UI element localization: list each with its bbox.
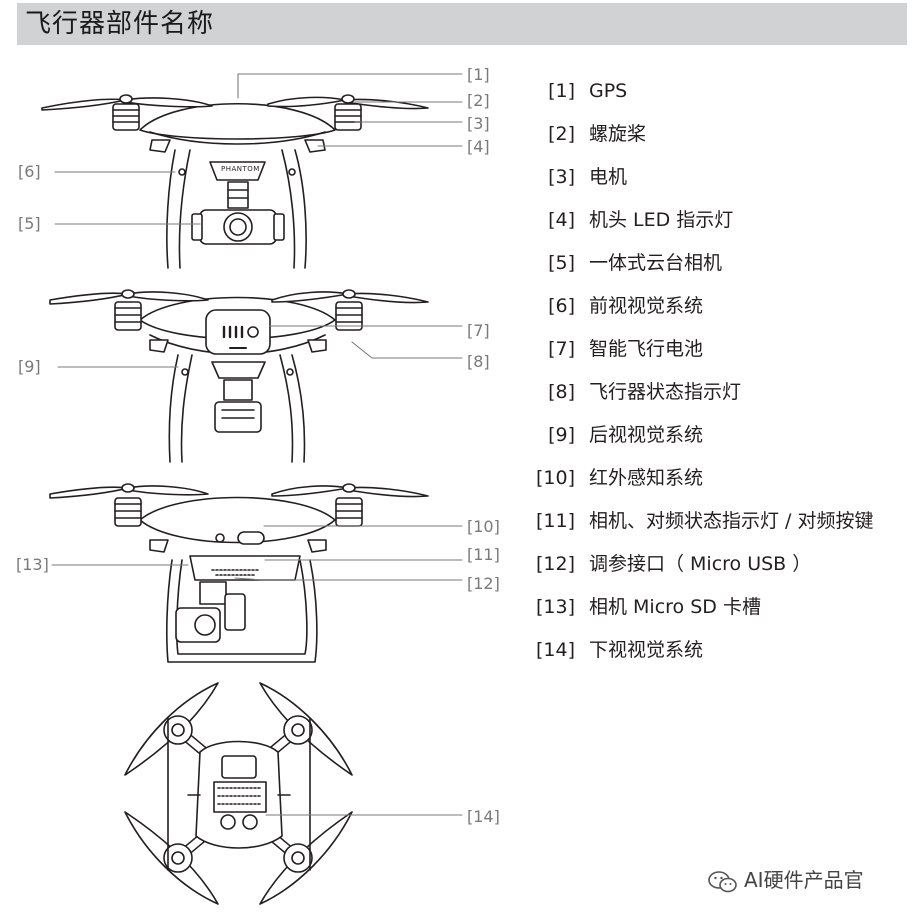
section-header: 飞行器部件名称 xyxy=(17,3,907,45)
callout-lines xyxy=(51,73,463,816)
callout-6: [6] xyxy=(18,162,41,181)
callout-1: [1] xyxy=(467,65,490,84)
legend-number: [8] xyxy=(548,381,575,403)
legend-number: [11] xyxy=(535,510,575,532)
watermark: AI硬件产品官 xyxy=(708,866,864,894)
callout-8: [8] xyxy=(467,352,490,371)
legend-part-name: 后视视觉系统 xyxy=(589,424,704,446)
drone-bottom-view xyxy=(124,682,353,905)
page-title: 飞行器部件名称 xyxy=(25,9,215,39)
legend-part-name: 相机、对频状态指示灯 / 对频按键 xyxy=(589,510,874,532)
legend-number: [14] xyxy=(535,639,575,661)
callout-7: [7] xyxy=(467,321,490,340)
callout-10: [10] xyxy=(467,517,500,536)
legend-part-name: 飞行器状态指示灯 xyxy=(589,381,742,403)
callout-12: [12] xyxy=(467,574,500,593)
callout-11: [11] xyxy=(467,545,500,564)
legend-number: [12] xyxy=(535,553,575,575)
drone-brand-label: PHANTOM xyxy=(221,165,260,173)
legend-number: [13] xyxy=(535,596,575,618)
legend-number: [9] xyxy=(548,424,575,446)
legend-part-name: GPS xyxy=(589,80,628,102)
legend-part-name: 机头 LED 指示灯 xyxy=(589,209,734,231)
legend-part-name: 螺旋桨 xyxy=(589,123,647,145)
legend-number: [7] xyxy=(548,338,575,360)
watermark-text: AI硬件产品官 xyxy=(744,868,864,892)
legend-part-name: 智能飞行电池 xyxy=(589,338,704,360)
drone-side-view xyxy=(49,483,429,663)
legend-part-name: 下视视觉系统 xyxy=(589,639,704,661)
legend-part-name: 红外感知系统 xyxy=(589,467,704,489)
legend-number: [1] xyxy=(548,80,575,102)
callout-5: [5] xyxy=(18,214,41,233)
drone-front-view xyxy=(41,94,429,269)
legend-number: [10] xyxy=(535,467,575,489)
legend-number: [4] xyxy=(548,209,575,231)
wechat-icon xyxy=(708,870,737,892)
callout-3: [3] xyxy=(467,114,490,133)
callout-4: [4] xyxy=(467,137,490,156)
legend-number: [3] xyxy=(548,166,575,188)
callout-2: [2] xyxy=(467,91,490,110)
legend-number: [2] xyxy=(548,123,575,145)
callout-13: [13] xyxy=(16,555,49,574)
legend-part-name: 相机 Micro SD 卡槽 xyxy=(589,596,761,618)
legend-number: [6] xyxy=(548,295,575,317)
callout-14: [14] xyxy=(467,807,500,826)
callout-9: [9] xyxy=(18,357,41,376)
legend-number: [5] xyxy=(548,252,575,274)
legend-part-name: 前视视觉系统 xyxy=(589,295,704,317)
legend-part-name: 一体式云台相机 xyxy=(589,252,723,274)
drone-rear-view xyxy=(49,289,429,463)
legend-part-name: 调参接口（ Micro USB ） xyxy=(589,553,812,575)
legend-part-name: 电机 xyxy=(589,166,628,188)
